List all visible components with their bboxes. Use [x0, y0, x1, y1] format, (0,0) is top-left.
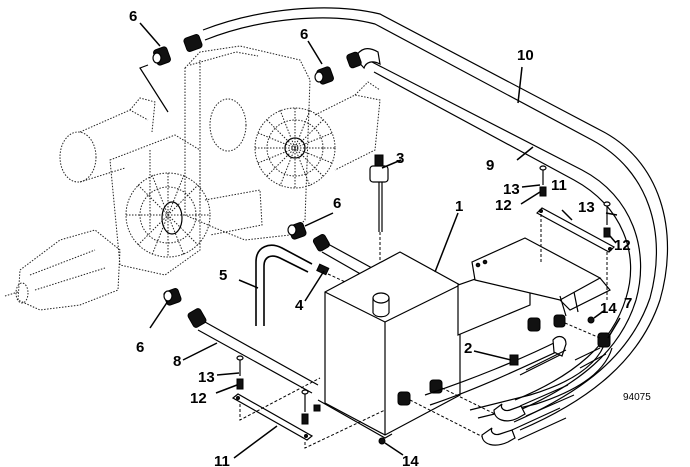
- tank-lower-fittings: [397, 339, 575, 446]
- callout-10: 10: [517, 47, 534, 64]
- hose-7: [469, 339, 613, 419]
- callout-5: 5: [219, 267, 227, 284]
- dipstick-3: [369, 154, 389, 290]
- callout-8: 8: [173, 353, 181, 370]
- callout-14: 14: [402, 453, 419, 467]
- callout-12: 12: [190, 390, 207, 407]
- bolt-13-lower-a: [236, 355, 244, 390]
- callout-13: 13: [198, 369, 215, 386]
- fitting-6-mid: [287, 222, 307, 240]
- fitting-6-lower: [163, 288, 182, 306]
- upper-fan: [254, 107, 336, 189]
- callout-13: 13: [578, 199, 595, 216]
- bolt-13-upper-b: [603, 201, 611, 238]
- callout-6: 6: [136, 339, 144, 356]
- callout-labels: 6 6 6 6 10 9 3 1 13 12 11 13 12 5 4 8 2 …: [129, 8, 651, 467]
- callout-1: 1: [455, 198, 463, 215]
- callout-11: 11: [214, 453, 230, 467]
- callout-12: 12: [614, 237, 631, 254]
- callout-14: 14: [600, 300, 617, 317]
- callout-13: 13: [503, 181, 520, 198]
- callout-6: 6: [129, 8, 137, 25]
- bolt-13-upper-a: [539, 165, 547, 197]
- callout-11: 11: [551, 177, 567, 194]
- hose-8: [187, 308, 319, 394]
- nut-14-upper: [587, 316, 595, 324]
- breather-tube-5: [255, 244, 313, 326]
- callout-9: 9: [486, 157, 494, 174]
- hose-upper-tank: [312, 234, 373, 277]
- lower-fan: [125, 172, 211, 258]
- hose-10: [202, 7, 669, 431]
- bolt-13-lower-b: [301, 389, 309, 425]
- callout-4: 4: [295, 297, 304, 314]
- figure-reference-number: 94075: [623, 392, 651, 403]
- callout-12: 12: [495, 197, 512, 214]
- callout-6: 6: [300, 26, 308, 43]
- hose-9: [354, 48, 642, 411]
- nut-14-lower: [378, 437, 386, 445]
- transmission-assembly: [4, 45, 381, 311]
- callout-3: 3: [396, 150, 404, 167]
- upper-right-fittings: [519, 314, 611, 376]
- fitting-6-upper-left: [152, 34, 203, 66]
- callout-2: 2: [464, 340, 472, 357]
- strap-11-upper: [536, 207, 615, 300]
- tank-mount-bracket: [457, 237, 611, 336]
- leader-lines: [139, 22, 621, 459]
- strap-11-lower: [231, 377, 386, 449]
- reservoir-tank-1: [313, 251, 461, 439]
- fitting-6-upper-mid: [314, 51, 362, 85]
- drain-plug-2: [509, 354, 519, 366]
- callout-6: 6: [333, 195, 341, 212]
- motor: [59, 97, 156, 183]
- callout-7: 7: [624, 295, 632, 312]
